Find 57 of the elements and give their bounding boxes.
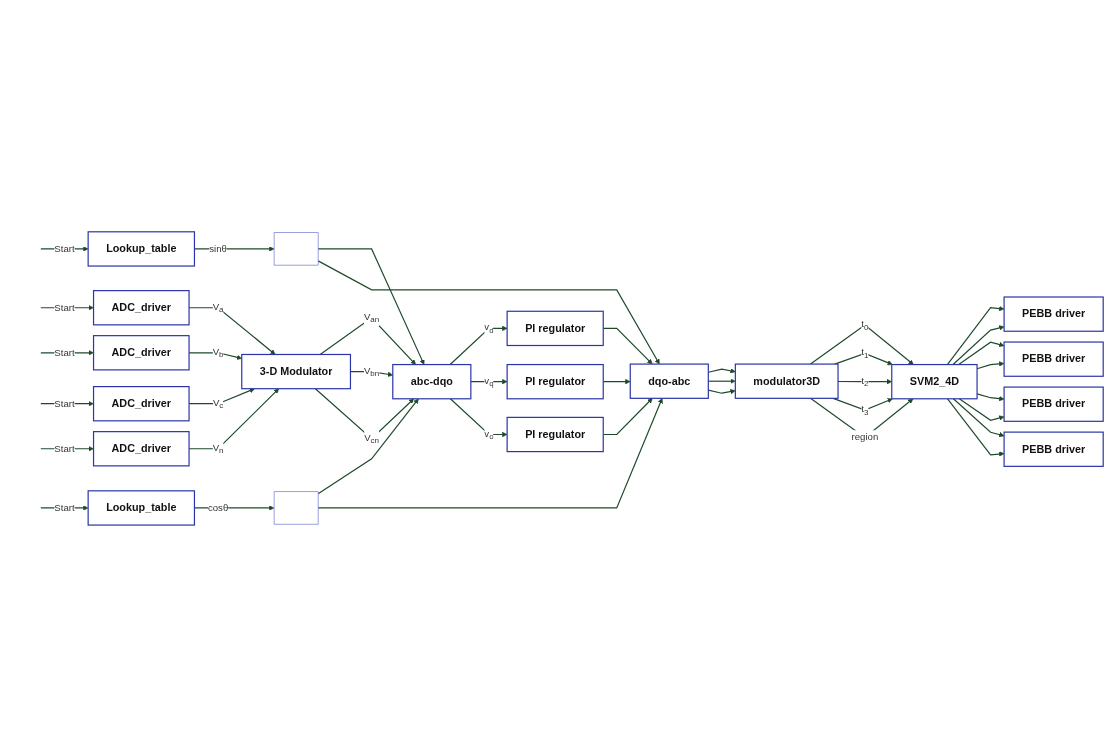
edge-label: region: [851, 431, 879, 442]
arrow: [317, 398, 419, 494]
arrow: [946, 305, 1005, 365]
arrow: [449, 397, 508, 437]
edge-label: t$_{1}$: [861, 346, 869, 360]
arrow: [832, 397, 893, 411]
edge-label: Start: [54, 243, 75, 254]
edge-label: V$_{bn}$: [363, 364, 380, 378]
edge-label: t$_{2}$: [861, 374, 869, 388]
arrow: [317, 247, 425, 365]
edge-label: V$_{a}$: [212, 300, 224, 314]
node-box: ADC_driver: [92, 334, 190, 371]
edge-label: Start: [54, 442, 75, 454]
node-box: PEBB driver: [1003, 386, 1104, 422]
arrow: [470, 378, 508, 384]
node-box: [273, 491, 319, 525]
edge-label: V$_{c}$: [212, 396, 224, 410]
arrow: [952, 324, 1005, 365]
arrow: [317, 259, 660, 364]
node-box: ADC_driver: [92, 385, 190, 421]
arrow: [958, 341, 1005, 365]
edge-label: Start: [54, 346, 75, 358]
arrow: [449, 325, 508, 365]
edge-label: Start: [54, 502, 75, 513]
node-box: 3-D Modulator: [241, 353, 352, 389]
node-box: PEBB driver: [1003, 295, 1104, 332]
node-box: PEBB driver: [1003, 341, 1104, 377]
edge-label: t$_{0}$: [861, 318, 869, 331]
arrow: [958, 397, 1005, 421]
edge-label: V$_{n}$: [212, 441, 224, 455]
edge-label: t$_{3}$: [861, 403, 869, 416]
node-box: ADC_driver: [92, 289, 190, 326]
node-box: ADC_driver: [92, 430, 190, 467]
edge-label: cosθ: [207, 502, 229, 513]
arrow: [952, 397, 1005, 437]
edge-label: v$_{q}$: [484, 374, 494, 388]
node-box: PI regulator: [506, 310, 604, 346]
edge-label: Start: [54, 397, 75, 409]
node-box: dqo-abc: [629, 363, 709, 399]
node-box: PI regulator: [506, 363, 604, 399]
node-box: abc-dqo: [392, 363, 472, 399]
edge-label: sinθ: [209, 243, 227, 254]
node-box: Lookup_table: [87, 230, 196, 267]
edge-label: V$_{cn}$: [364, 431, 380, 445]
edge-label: Start: [54, 301, 75, 313]
edge-label: V$_{b}$: [212, 345, 224, 359]
node-box: SVM2_4D: [891, 363, 978, 399]
node-box: [273, 231, 319, 265]
node-box: PEBB driver: [1003, 431, 1104, 467]
edge-label: v$_{d}$: [484, 321, 494, 335]
edge-label: V$_{an}$: [363, 311, 380, 324]
arrow: [317, 397, 663, 509]
arrow: [946, 397, 1005, 457]
node-box: Lookup_table: [87, 489, 196, 526]
node-box: modulator3D: [734, 363, 839, 399]
edge-label: v$_{o}$: [484, 427, 494, 441]
node-box: PI regulator: [506, 416, 604, 452]
